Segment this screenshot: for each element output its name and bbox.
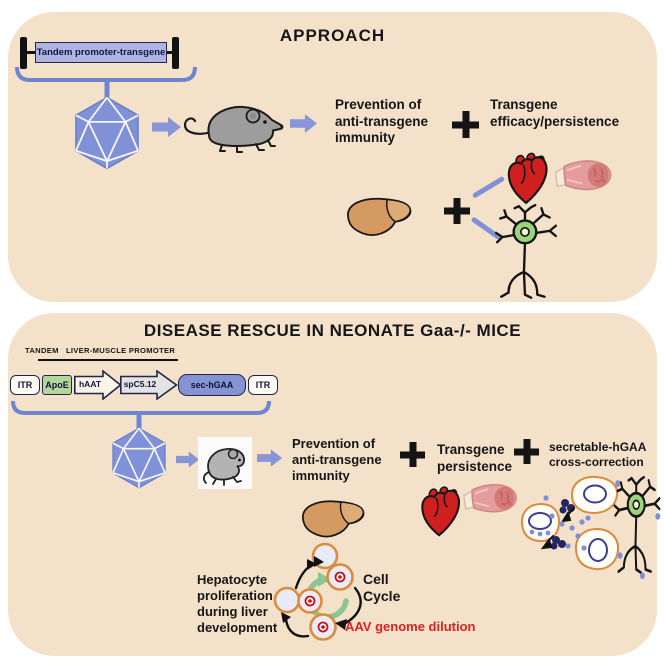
prevention-immunity-text: Prevention of anti-transgene immunity (335, 97, 429, 145)
adult-mouse-icon (183, 105, 284, 153)
liver-icon (347, 197, 412, 236)
hepatocyte-proliferation-text: Hepatocyte proliferation during liver de… (197, 572, 278, 635)
aav-genome-dilution-label: AAV genome dilution (345, 619, 476, 634)
promoter-arrow-shape (120, 370, 178, 400)
tandem-construct-label: Tandem promoter-transgene (36, 47, 166, 58)
heart-icon (421, 486, 461, 537)
connector-line (166, 51, 175, 54)
haat-arrow-box: hAAT (74, 370, 122, 400)
aav-capsid-icon (75, 96, 139, 170)
prevention-immunity-text: Prevention of anti-transgene immunity (292, 436, 382, 483)
plus-icon (452, 111, 479, 138)
itr-right-box: ITR (248, 375, 278, 395)
promoter-arrow-shape (74, 370, 122, 400)
spc512-arrow-box: spC5.12 (120, 370, 178, 400)
itr-bar (172, 37, 179, 69)
cross-correction-text: secretable-hGAA cross-correction (549, 440, 647, 469)
apoe-box: ApoE (42, 375, 72, 395)
skeletal-muscle-icon (554, 160, 612, 191)
approach-panel: APPROACH Tandem promoter-transgene (8, 12, 657, 302)
skeletal-muscle-icon (463, 484, 517, 513)
heart-icon (507, 152, 548, 205)
disease-rescue-panel: DISEASE RESCUE IN NEONATE Gaa-/- MICE TA… (8, 313, 661, 656)
plus-icon (400, 442, 425, 467)
panel-title-approach: APPROACH (279, 26, 386, 45)
transgene-efficacy-text: Transgene efficacy/persistence (490, 97, 620, 129)
arrow-right-icon (152, 117, 181, 137)
arrow-right-icon (176, 451, 200, 468)
sec-hgaa-box: sec-hGAA (178, 374, 246, 396)
arrow-right-icon (290, 114, 318, 133)
promoter-underline (38, 359, 178, 361)
plus-icon (514, 439, 539, 464)
itr-bar (20, 37, 27, 69)
panel-title-disease-rescue: DISEASE RESCUE IN NEONATE Gaa-/- MICE (143, 321, 522, 340)
liver-icon (302, 500, 365, 538)
connector-line (471, 175, 506, 199)
tandem-promoter-label: TANDEM LIVER-MUSCLE PROMOTER (25, 346, 176, 355)
cross-correction-cells-icon (520, 475, 620, 571)
neuron-icon (613, 475, 661, 580)
cell-cycle-label: Cell Cycle (363, 571, 401, 604)
neonate-mouse-icon (198, 437, 252, 489)
plus-icon (444, 198, 470, 224)
transgene-persistence-text: Transgene persistence (437, 442, 513, 474)
connector-line (27, 51, 36, 54)
tandem-construct-box: Tandem promoter-transgene (35, 42, 167, 63)
itr-left-box: ITR (10, 375, 40, 395)
cell-cycle-diagram (273, 542, 362, 641)
aav-capsid-icon (112, 427, 166, 489)
arrow-right-icon (257, 449, 283, 467)
neuron-icon (494, 203, 558, 299)
